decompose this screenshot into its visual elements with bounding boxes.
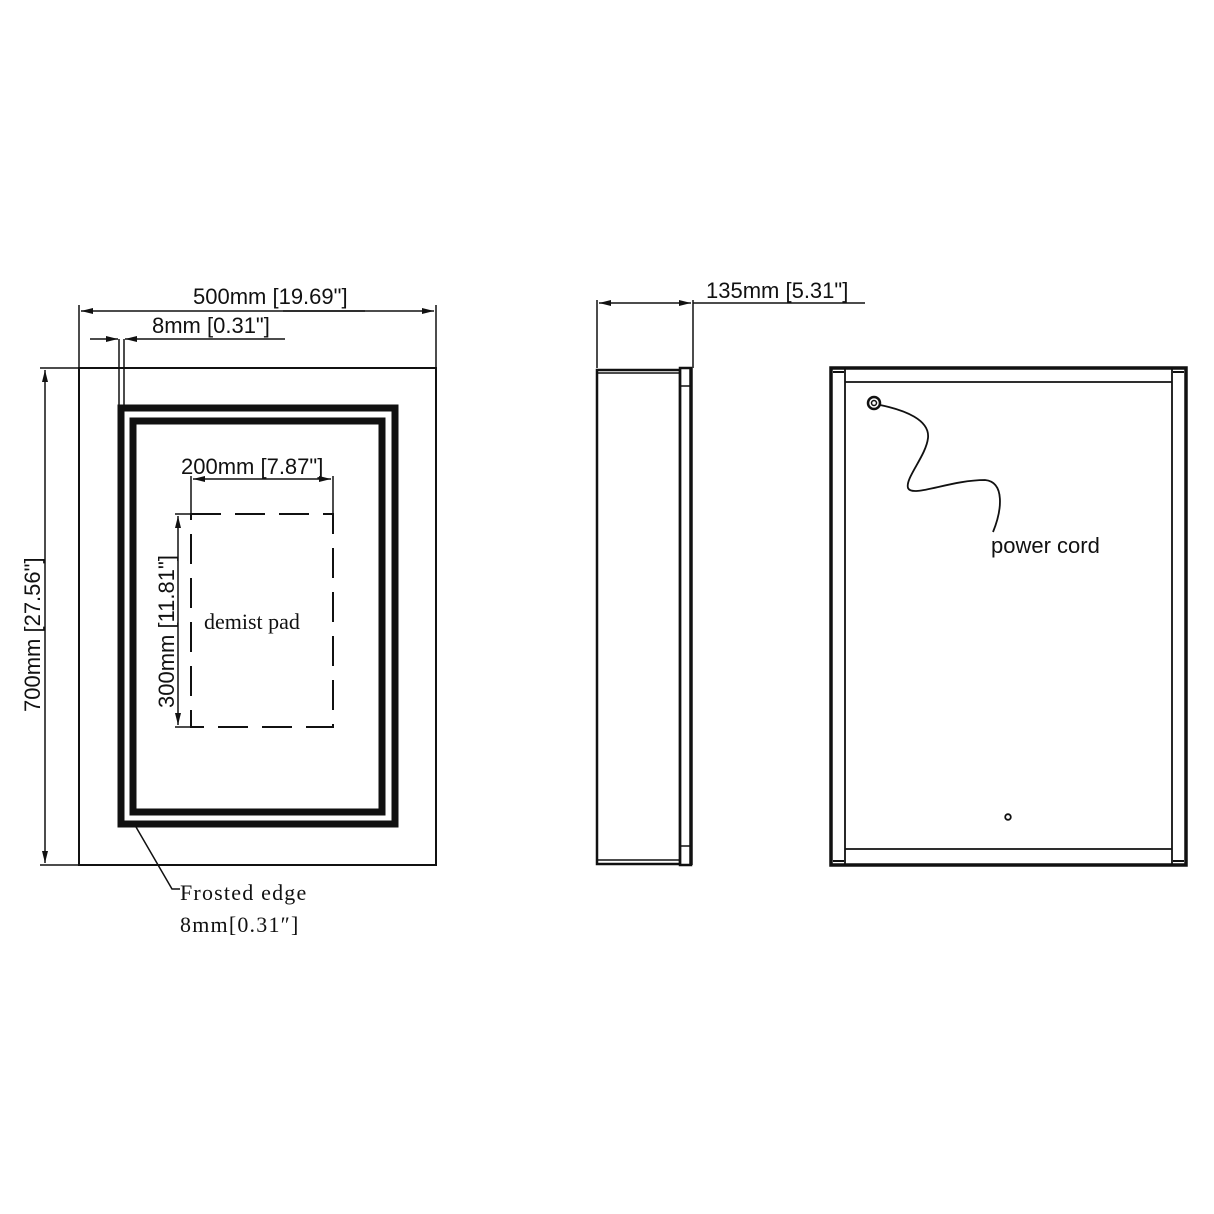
power-cord-line xyxy=(879,404,1001,533)
overall-height-label: 700mm [27.56"] xyxy=(20,557,45,712)
front-view: 500mm [19.69"] 8mm [0.31"] 700mm [27.56"… xyxy=(20,284,437,937)
demist-pad-area xyxy=(190,513,334,728)
frosted-edge-callout-line2: 8mm[0.31″] xyxy=(180,912,300,937)
depth-label: 135mm [5.31"] xyxy=(706,278,848,303)
back-view: power cord xyxy=(829,366,1188,867)
demist-pad-label: demist pad xyxy=(204,609,300,634)
power-cord-grommet-inner xyxy=(870,399,878,407)
sensor-switch-icon xyxy=(1004,813,1012,821)
front-outline xyxy=(78,367,437,866)
side-body xyxy=(595,368,682,866)
back-outline xyxy=(829,366,1188,867)
power-cord-grommet-icon xyxy=(866,395,882,411)
frosted-edge-outer xyxy=(117,404,399,828)
demist-height-label: 300mm [11.81"] xyxy=(154,555,179,708)
demist-width-label: 200mm [7.87"] xyxy=(181,454,323,479)
overall-width-label: 500mm [19.69"] xyxy=(193,284,348,309)
frosted-edge-callout-line1: Frosted edge xyxy=(180,880,307,905)
side-view: 135mm [5.31"] xyxy=(595,278,865,867)
frosted-edge-width-label: 8mm [0.31"] xyxy=(152,313,270,338)
frosted-edge-inner xyxy=(129,417,386,816)
power-cord-label: power cord xyxy=(991,533,1100,558)
frosted-edge-leader xyxy=(135,826,180,890)
